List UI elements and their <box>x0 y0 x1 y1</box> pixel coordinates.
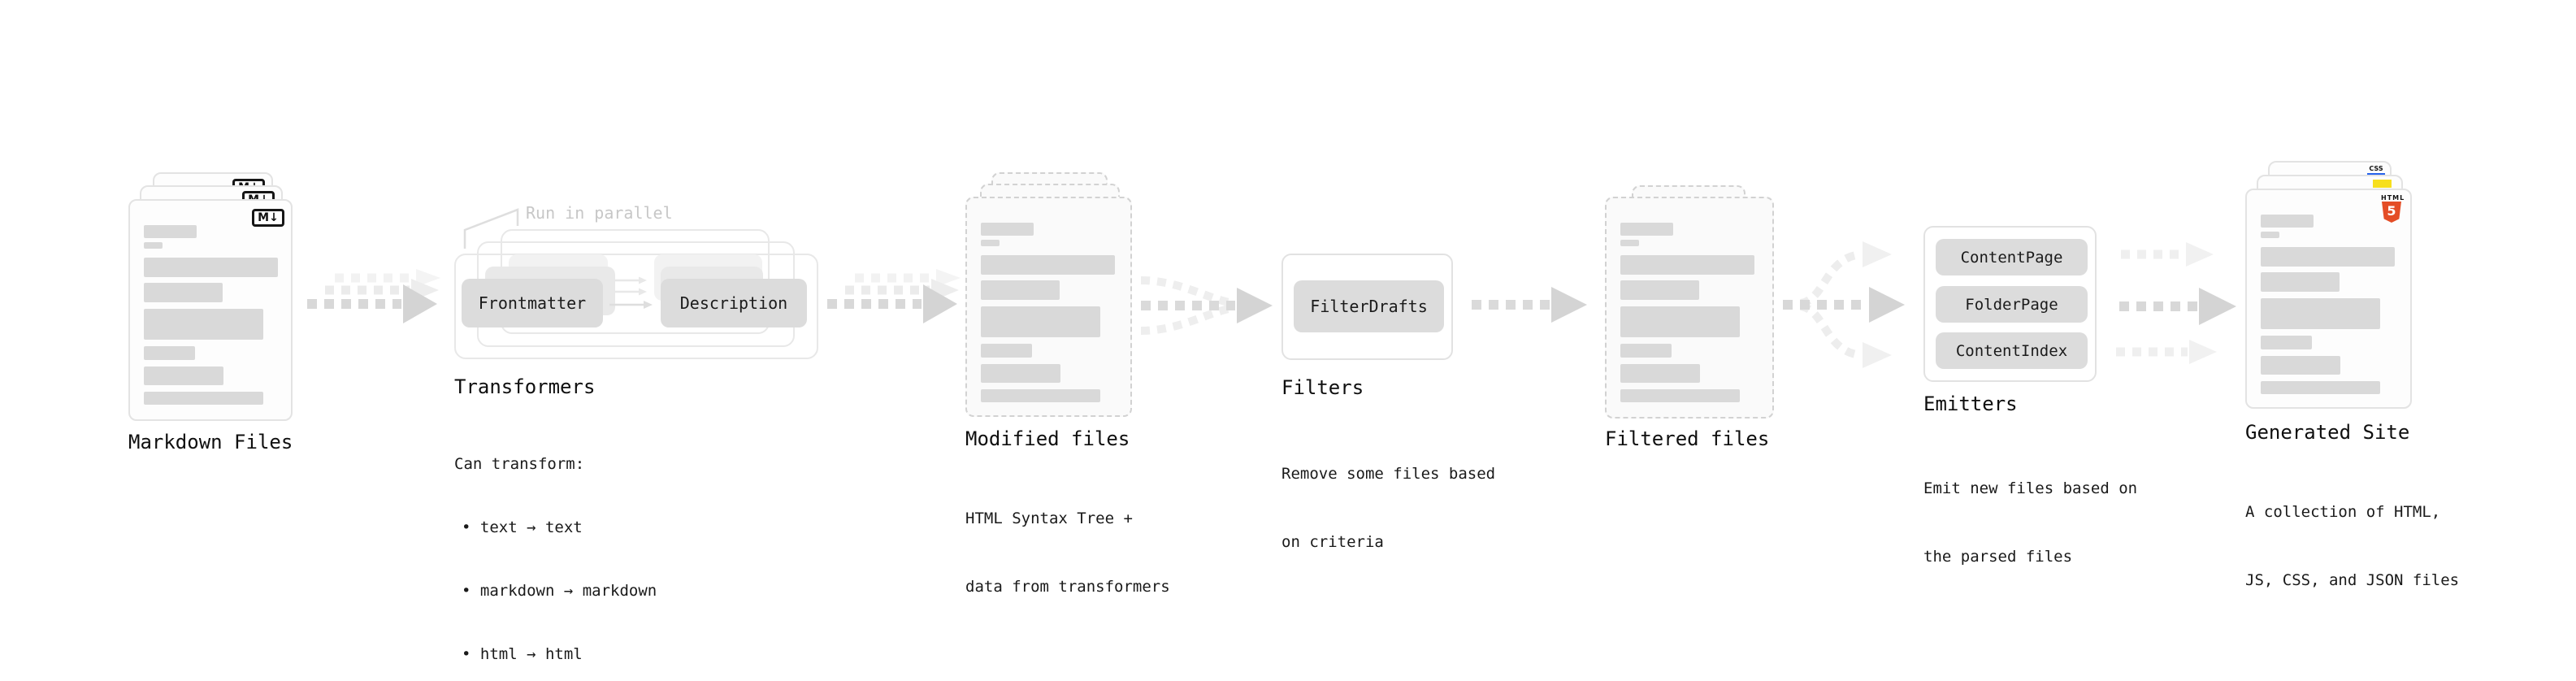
markdown-file-card: M↓ <box>128 199 293 421</box>
emitter-box-contentindex: ContentIndex <box>1936 332 2088 369</box>
file-skeleton-lines <box>144 201 278 405</box>
generated-file-card: HTML 5 <box>2245 189 2412 409</box>
stage-title-markdown-files: Markdown Files <box>128 431 293 453</box>
modified-file-card <box>965 197 1132 417</box>
filters-caption: Remove some files based on criteria <box>1281 417 1495 599</box>
stage-title-transformers: Transformers <box>454 375 596 398</box>
transformer-box-frontmatter: Frontmatter <box>462 279 603 327</box>
caption-line: the parsed files <box>1923 548 2073 566</box>
description-label: Description <box>679 293 788 313</box>
caption-line: Emit new files based on <box>1923 479 2138 497</box>
transform-flow-arrows-icon <box>609 276 653 309</box>
caption-line: A collection of HTML, <box>2245 503 2441 521</box>
stage-title-emitters: Emitters <box>1923 393 2018 415</box>
transform-bullet: • markdown → markdown <box>462 582 657 600</box>
frontmatter-label: Frontmatter <box>478 293 587 313</box>
note-leader-line-icon <box>463 208 519 249</box>
caption-line: JS, CSS, and JSON files <box>2245 571 2460 589</box>
stage-title-modified-files: Modified files <box>965 427 1130 450</box>
run-in-parallel-note: Run in parallel <box>526 203 673 223</box>
modified-files-caption: HTML Syntax Tree + data from transformer… <box>965 462 1170 644</box>
caption-line: data from transformers <box>965 578 1170 596</box>
filterdrafts-label: FilterDrafts <box>1310 297 1428 316</box>
folderpage-label: FolderPage <box>1965 295 2058 314</box>
file-skeleton-lines <box>1620 198 1758 402</box>
transformer-layer-front <box>454 254 818 359</box>
file-skeleton-lines <box>981 198 1116 402</box>
caption-line: HTML Syntax Tree + <box>965 510 1133 527</box>
emitters-caption: Emit new files based on the parsed files <box>1923 432 2137 614</box>
stage-title-filtered-files: Filtered files <box>1605 427 1770 450</box>
stage-title-generated-site: Generated Site <box>2245 421 2410 444</box>
generated-site-caption: A collection of HTML, JS, CSS, and JSON … <box>2245 455 2459 637</box>
contentindex-label: ContentIndex <box>1955 341 2068 360</box>
emitter-box-contentpage: ContentPage <box>1936 239 2088 275</box>
filters-panel: FilterDrafts <box>1281 254 1453 360</box>
html5-icon-label: HTML <box>2381 194 2405 202</box>
transformer-box-description: Description <box>661 279 807 327</box>
filter-box-filterdrafts: FilterDrafts <box>1294 280 1444 332</box>
html5-icon-shield: 5 <box>2382 202 2401 223</box>
js-file-icon <box>2373 180 2392 188</box>
contentpage-label: ContentPage <box>1960 248 2063 267</box>
caption-line: on criteria <box>1281 533 1384 551</box>
arrow-filters-to-filtered-icon <box>1472 287 1587 323</box>
html5-icon: HTML 5 <box>2381 194 2405 223</box>
filtered-file-card <box>1605 197 1774 419</box>
html5-icon-number: 5 <box>2387 203 2396 219</box>
caption-line: Remove some files based <box>1281 465 1496 483</box>
file-skeleton-lines <box>2261 190 2396 394</box>
arrow-emitters-to-generated-icon <box>2116 242 2236 364</box>
arrow-filtered-to-emitters-icon <box>1783 241 1905 368</box>
emitter-box-folderpage: FolderPage <box>1936 286 2088 323</box>
stage-title-filters: Filters <box>1281 376 1364 399</box>
transform-bullet: • html → html <box>462 645 583 663</box>
arrow-markdown-to-transformers-icon <box>307 269 440 323</box>
arrow-modified-to-filters-icon <box>1140 276 1273 335</box>
emitters-panel: ContentPage FolderPage ContentIndex <box>1923 226 2097 382</box>
transform-bullet: • text → text <box>462 518 583 536</box>
transformers-caption: Can transform: • text → text • markdown … <box>454 411 657 681</box>
transformers-caption-line: Can transform: <box>454 455 585 473</box>
arrow-transformers-to-modified-icon <box>827 269 961 323</box>
markdown-icon-label: M↓ <box>258 211 279 224</box>
markdown-icon: M↓ <box>252 209 284 227</box>
css-icon-label: CSS <box>2369 165 2383 172</box>
